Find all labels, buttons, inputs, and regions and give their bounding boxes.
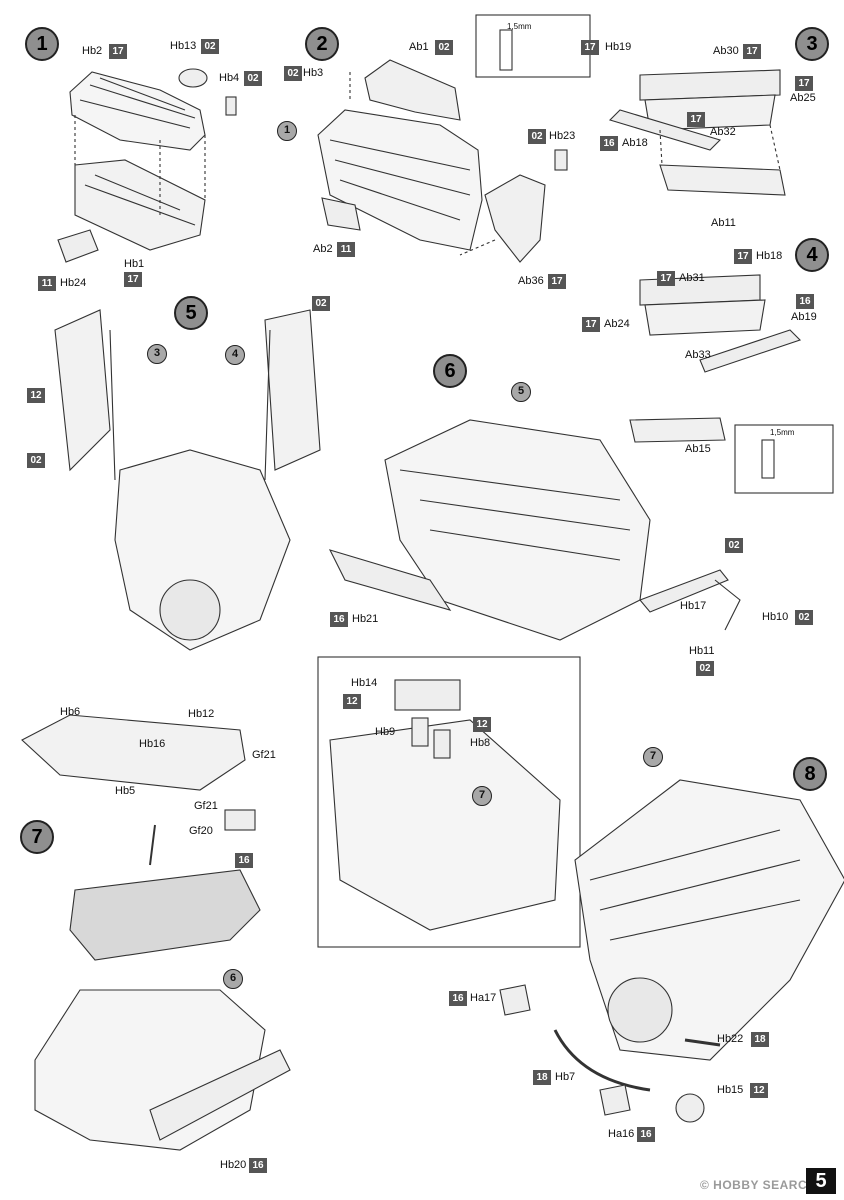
part-label: Hb12 xyxy=(188,708,215,720)
sprue-number: 17 xyxy=(582,317,600,332)
step-number-5: 5 xyxy=(174,296,208,330)
step-number-1: 1 xyxy=(25,27,59,61)
part-label: Ab32 xyxy=(710,126,736,138)
sprue-number: 12 xyxy=(343,694,361,709)
sprue-number: 02 xyxy=(244,71,262,86)
part-label: Hb5 xyxy=(115,785,136,797)
sprue-number: 02 xyxy=(201,39,219,54)
ref-7: 7 xyxy=(643,747,663,767)
sprue-number: 18 xyxy=(533,1070,551,1085)
sprue-number: 16 xyxy=(235,853,253,868)
sprue-number: 17 xyxy=(548,274,566,289)
part-label: Gf20 xyxy=(189,825,213,837)
part-label: Ab18 xyxy=(622,137,648,149)
step-number-2: 2 xyxy=(305,27,339,61)
part-label: Ab31 xyxy=(679,272,705,284)
part-label: Hb8 xyxy=(470,737,491,749)
sprue-number: 02 xyxy=(528,129,546,144)
sprue-number: 02 xyxy=(312,296,330,311)
part-label: Hb18 xyxy=(756,250,783,262)
part-label: Ab19 xyxy=(791,311,817,323)
sprue-number: 18 xyxy=(751,1032,769,1047)
measure-label-step2: 1,5mm xyxy=(507,22,532,31)
ref-5: 5 xyxy=(511,382,531,402)
part-label: Hb20 xyxy=(220,1159,247,1171)
part-label: Hb16 xyxy=(139,738,166,750)
part-label: Hb10 xyxy=(762,611,789,623)
part-label: Ab2 xyxy=(313,243,333,255)
part-label: Hb7 xyxy=(555,1071,576,1083)
part-label: Hb1 xyxy=(124,258,145,270)
part-label: Ab11 xyxy=(711,217,736,229)
part-label: Hb22 xyxy=(717,1033,744,1045)
part-label: Ab1 xyxy=(409,41,429,53)
ref-3: 3 xyxy=(147,344,167,364)
part-label: Hb11 xyxy=(689,645,715,657)
step-number-4: 4 xyxy=(795,238,829,272)
part-label: Ab36 xyxy=(518,275,544,287)
sprue-number: 02 xyxy=(435,40,453,55)
part-label: Hb21 xyxy=(352,613,379,625)
sprue-number: 12 xyxy=(27,388,45,403)
sprue-number: 11 xyxy=(337,242,355,257)
part-label: Ab33 xyxy=(685,349,711,361)
part-label: Hb24 xyxy=(60,277,87,289)
step-number-3: 3 xyxy=(795,27,829,61)
sprue-number: 16 xyxy=(637,1127,655,1142)
part-label: Hb19 xyxy=(605,41,632,53)
sprue-number: 02 xyxy=(27,453,45,468)
part-label: Hb17 xyxy=(680,600,707,612)
measure-label-step4: 1,5mm xyxy=(770,428,795,437)
sprue-number: 17 xyxy=(743,44,761,59)
part-label: Hb2 xyxy=(82,45,103,57)
ref-6: 6 xyxy=(223,969,243,989)
part-label: Ha17 xyxy=(470,992,497,1004)
part-label: Ab15 xyxy=(685,443,711,455)
part-label: Hb4 xyxy=(219,72,240,84)
sprue-number: 16 xyxy=(330,612,348,627)
sprue-number: 02 xyxy=(725,538,743,553)
sprue-number: 17 xyxy=(657,271,675,286)
step-number-6: 6 xyxy=(433,354,467,388)
sprue-number: 02 xyxy=(696,661,714,676)
sprue-number: 17 xyxy=(795,76,813,91)
sprue-number: 16 xyxy=(249,1158,267,1173)
sprue-number: 11 xyxy=(38,276,56,291)
page-number: 5 xyxy=(806,1168,836,1194)
sprue-number: 02 xyxy=(284,66,302,81)
sprue-number: 17 xyxy=(124,272,142,287)
part-label: Hb6 xyxy=(60,706,81,718)
part-label: Gf21 xyxy=(194,800,218,812)
part-label: Hb3 xyxy=(303,67,324,79)
sprue-number: 02 xyxy=(795,610,813,625)
step-number-7: 7 xyxy=(20,820,54,854)
step-number-8: 8 xyxy=(793,757,827,791)
sprue-number: 17 xyxy=(109,44,127,59)
sprue-number: 17 xyxy=(734,249,752,264)
part-label: Hb23 xyxy=(549,130,576,142)
ref-4: 4 xyxy=(225,345,245,365)
part-label: Ha16 xyxy=(608,1128,635,1140)
sprue-number: 16 xyxy=(449,991,467,1006)
sprue-number: 17 xyxy=(581,40,599,55)
part-label: Hb13 xyxy=(170,40,197,52)
sprue-number: 16 xyxy=(600,136,618,151)
part-label: Ab25 xyxy=(790,92,816,104)
ref-1: 1 xyxy=(277,121,297,141)
part-label: Ab30 xyxy=(713,45,739,57)
sprue-number: 12 xyxy=(750,1083,768,1098)
watermark: © HOBBY SEARCH xyxy=(700,1178,817,1192)
sprue-number: 16 xyxy=(796,294,814,309)
sprue-number: 17 xyxy=(687,112,705,127)
part-label: Hb15 xyxy=(717,1084,744,1096)
sprue-number: 12 xyxy=(473,717,491,732)
part-label: Gf21 xyxy=(252,749,276,761)
ref-7-detail: 7 xyxy=(472,786,492,806)
part-label: Ab24 xyxy=(604,318,630,330)
part-label: Hb9 xyxy=(375,726,396,738)
part-label: Hb14 xyxy=(351,677,378,689)
